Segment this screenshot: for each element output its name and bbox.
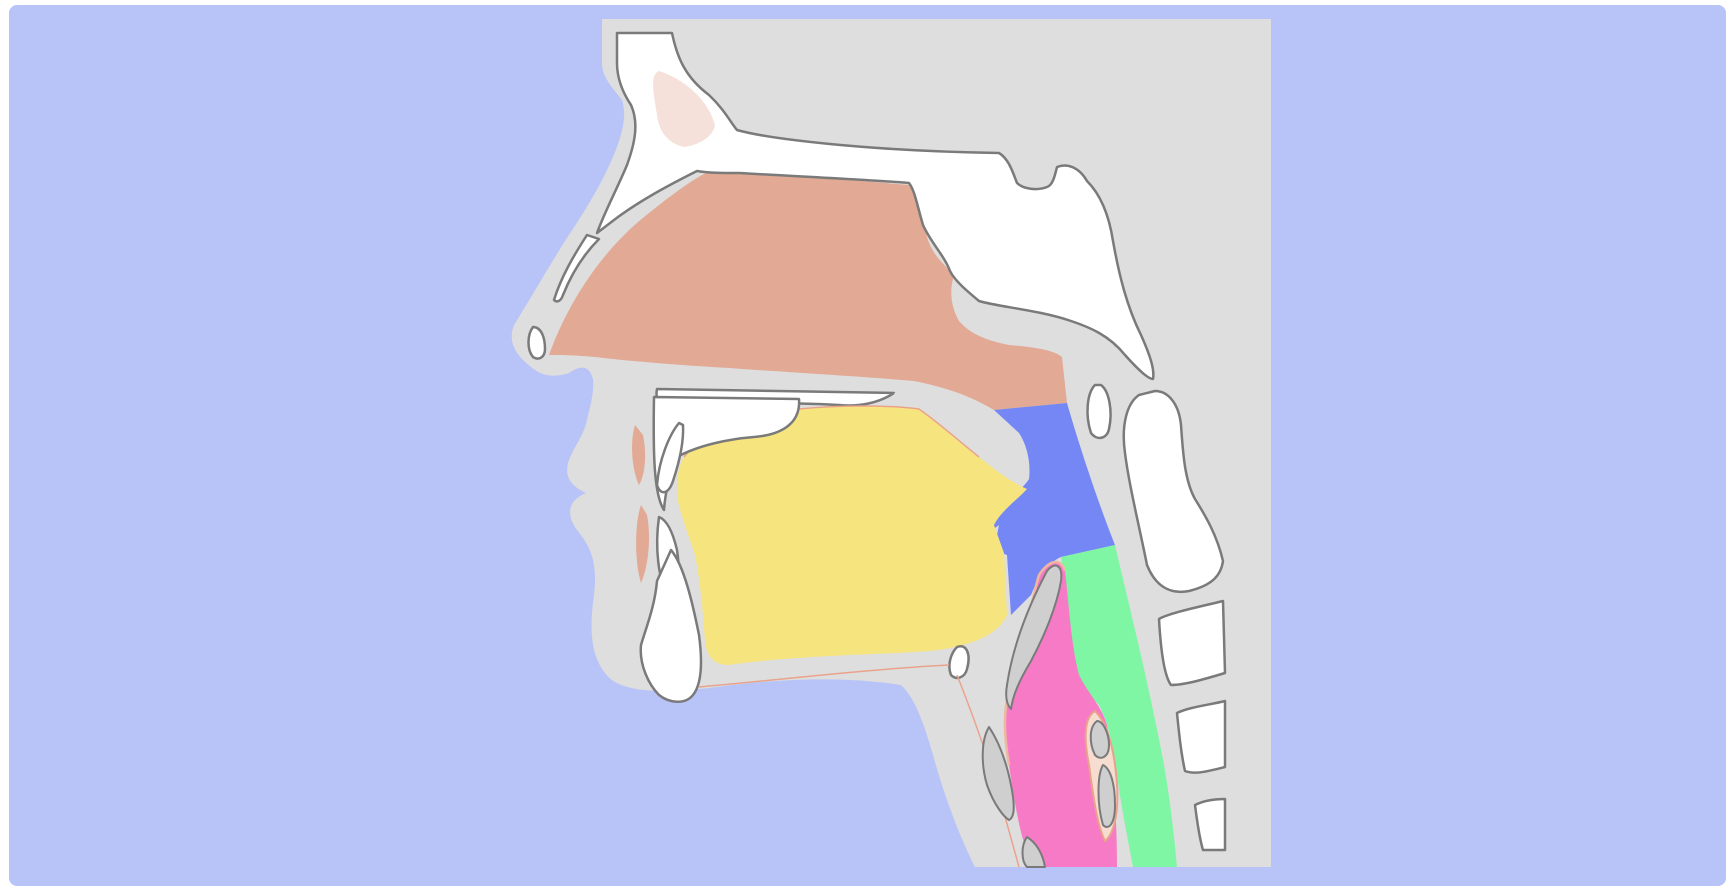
diagram-frame	[9, 5, 1726, 886]
cervical-vertebra-4	[1177, 701, 1225, 773]
sagittal-head-neck-diagram	[9, 5, 1726, 886]
atlas-arch	[1088, 385, 1111, 438]
